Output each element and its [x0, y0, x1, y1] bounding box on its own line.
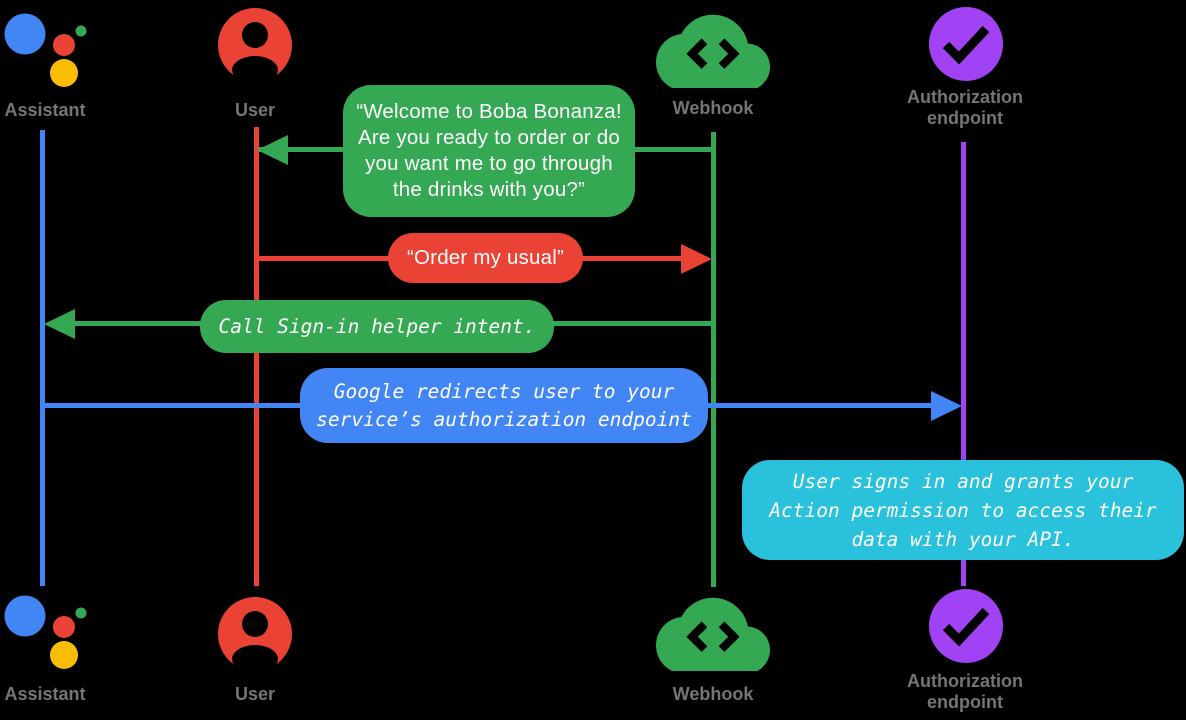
welcome-message-box: “Welcome to Boba Bonanza! Are you ready …	[343, 85, 635, 217]
webhook-lifeline	[711, 132, 716, 587]
user-icon	[218, 8, 292, 82]
signin-message-text: Call Sign-in helper intent.	[218, 314, 536, 338]
authorization-check-icon	[929, 7, 1003, 81]
assistant-label-top: Assistant	[4, 100, 86, 120]
user-label-top: User	[234, 100, 276, 120]
grant-note-box: User signs in and grants your Action per…	[742, 460, 1184, 560]
user-lifeline	[254, 127, 259, 586]
grant-note-text: User signs in and grants your Action per…	[769, 469, 1157, 551]
authorization-endpoint-label-bottom: Authorization endpoint	[907, 671, 1023, 712]
google-assistant-icon	[4, 595, 87, 669]
authorization-endpoint-label-top: Authorization endpoint	[907, 87, 1023, 128]
assistant-lifeline	[40, 130, 45, 586]
redirect-arrowhead-icon	[931, 391, 962, 421]
redirect-message-text: Google redirects user to your service’s …	[316, 379, 692, 431]
signin-message-box: Call Sign-in helper intent.	[200, 300, 554, 353]
order-message-box: “Order my usual”	[388, 233, 583, 283]
order-arrowhead-icon	[681, 244, 712, 274]
authorization-check-icon	[929, 589, 1003, 663]
assistant-label-bottom: Assistant	[4, 684, 86, 704]
google-assistant-icon	[4, 13, 87, 87]
webhook-label-bottom: Webhook	[672, 684, 754, 704]
webhook-cloud-icon	[656, 597, 770, 671]
signin-arrowhead-icon	[44, 309, 75, 339]
webhook-label-top: Webhook	[672, 98, 754, 118]
welcome-message-text: “Welcome to Boba Bonanza! Are you ready …	[356, 100, 622, 201]
order-message-text: “Order my usual”	[407, 246, 564, 269]
authorization-endpoint-lifeline	[961, 142, 966, 586]
user-label-bottom: User	[234, 684, 276, 704]
webhook-cloud-icon	[656, 14, 770, 88]
redirect-message-box: Google redirects user to your service’s …	[300, 368, 708, 443]
user-icon	[218, 597, 292, 671]
welcome-arrowhead-icon	[257, 135, 288, 165]
